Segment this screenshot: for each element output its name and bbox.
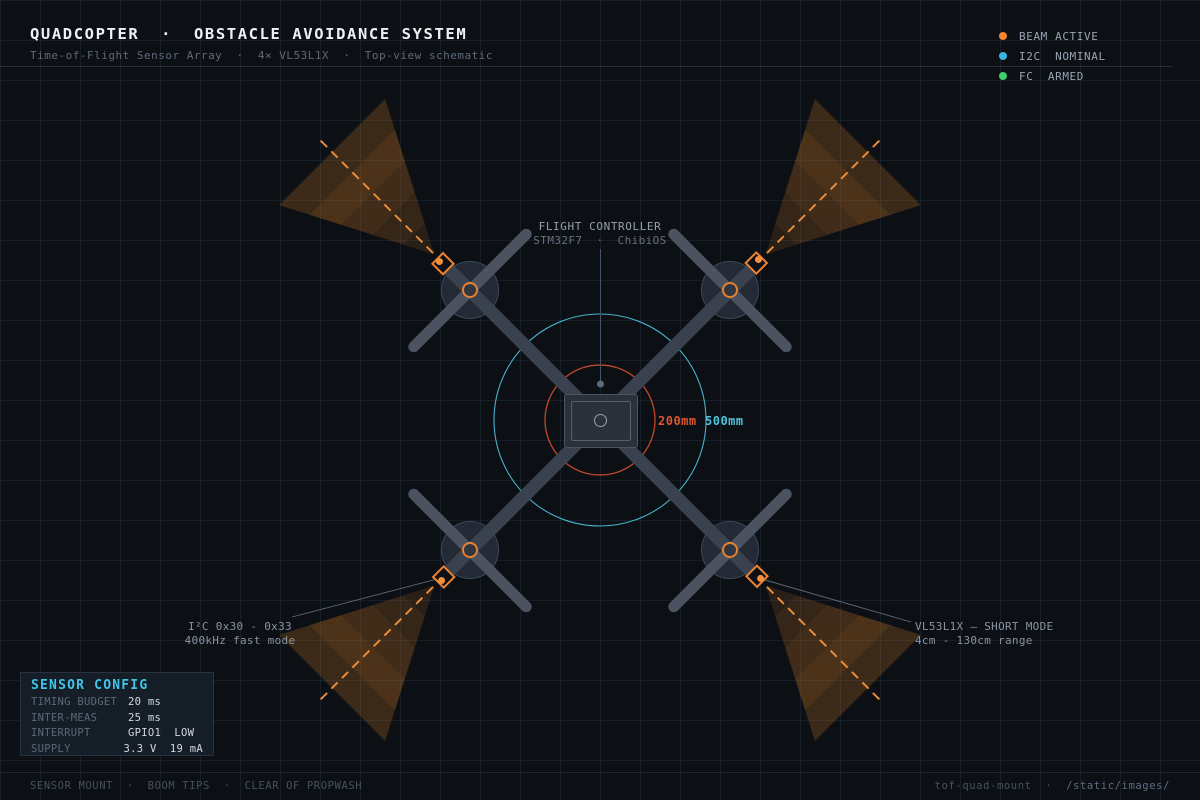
i2c-callout-line2: 400kHz fast mode [184, 634, 296, 647]
config-label: TIMING BUDGET [31, 696, 118, 708]
config-value: GPIO1 LOW [128, 727, 195, 739]
footer-file-info: tof-quad-mount · /static/images/ [935, 780, 1170, 792]
i2c-callout-line1: I²C 0x30 - 0x33 [188, 620, 292, 633]
header-divider [0, 66, 1172, 67]
motor-hub-front-right [722, 282, 738, 298]
status-legend: BEAM ACTIVE I2C NOMINAL FC ARMED [999, 28, 1106, 84]
legend-item-i2c: I2C NOMINAL [999, 48, 1106, 64]
page-title: QUADCOPTER · OBSTACLE AVOIDANCE SYSTEM [30, 25, 468, 43]
fc-leader-dot [597, 380, 604, 388]
flight-controller-label: FLIGHT CONTROLLER [538, 220, 662, 233]
flight-controller-imu-icon [594, 414, 607, 427]
motor-hub-rear-right [722, 542, 738, 558]
motor-hub-rear-left [462, 542, 478, 558]
config-value: 25 ms [128, 711, 162, 724]
legend-item-beam: BEAM ACTIVE [999, 28, 1106, 44]
footer-divider [0, 772, 1200, 773]
i2c-callout: I²C 0x30 - 0x33 400kHz fast mode [140, 620, 340, 648]
vl53-callout: VL53L1X – SHORT MODE 4cm - 130cm range [915, 620, 1053, 648]
vl53-callout-line1: VL53L1X – SHORT MODE [915, 620, 1054, 633]
vl53-callout-line2: 4cm - 130cm range [915, 634, 1033, 647]
config-value: 20 ms [128, 696, 162, 708]
outer-radius-label: 500mm [705, 414, 744, 428]
config-row: INTER-MEAS 25 ms [31, 711, 203, 727]
config-row: INTERRUPT GPIO1 LOW [31, 726, 203, 742]
config-value: 3.3 V 19 mA [123, 742, 203, 755]
config-label: INTER-MEAS [31, 711, 98, 724]
sensor-config-panel: SENSOR CONFIG TIMING BUDGET 20 ms INTER-… [20, 672, 214, 756]
footer-file-path: /static/images/ [1066, 780, 1170, 792]
page-subtitle: Time-of-Flight Sensor Array · 4× VL53L1X… [30, 49, 493, 62]
legend-label: FC ARMED [1019, 69, 1085, 83]
flight-controller-board-outline [571, 401, 631, 441]
legend-label: I2C NOMINAL [1019, 49, 1106, 63]
panel-title: SENSOR CONFIG [31, 678, 149, 693]
beam-active-dot-icon [999, 32, 1007, 40]
motor-hub-front-left [462, 282, 478, 298]
config-row: TIMING BUDGET 20 ms [31, 695, 203, 711]
legend-item-fc: FC ARMED [999, 68, 1106, 84]
config-label: SUPPLY [31, 742, 71, 755]
footer-separator: · [1031, 780, 1067, 792]
config-label: INTERRUPT [31, 727, 91, 739]
footer-file-name: tof-quad-mount [934, 780, 1032, 792]
inner-radius-label: 200mm [658, 414, 697, 428]
footer-notes: SENSOR MOUNT · BOOM TIPS · CLEAR OF PROP… [30, 780, 363, 792]
fc-armed-dot-icon [999, 72, 1007, 80]
legend-label: BEAM ACTIVE [1019, 29, 1099, 43]
flight-controller-sublabel: STM32F7 · ChibiOS [533, 234, 667, 247]
config-row: SUPPLY 3.3 V 19 mA [31, 742, 203, 758]
i2c-status-dot-icon [999, 52, 1007, 60]
